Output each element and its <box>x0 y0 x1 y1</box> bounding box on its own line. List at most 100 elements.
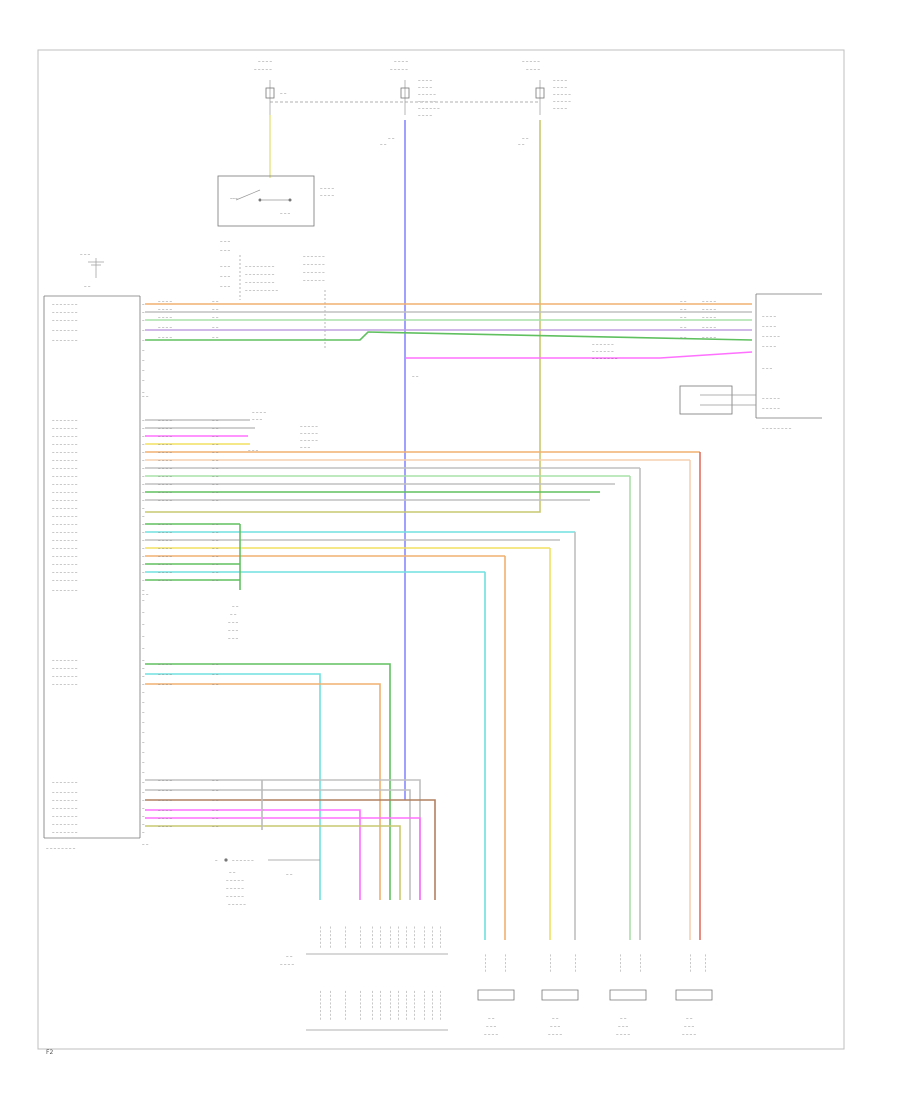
svg-text:‒ ‒: ‒ ‒ <box>552 1016 559 1021</box>
svg-text:‒ ‒ ‒ ‒: ‒ ‒ ‒ ‒ <box>280 962 294 967</box>
vertical-wire-tag: ‒ ‒ ‒ ‒ ‒ ‒ <box>430 926 435 948</box>
speaker-wire-tag: ‒ ‒ ‒ ‒ ‒ <box>618 954 623 972</box>
wire-circuit-tag: ‒ ‒ <box>212 450 219 455</box>
svg-text:‒ ‒ ‒ ‒: ‒ ‒ ‒ ‒ <box>258 59 272 64</box>
speaker-wire-tag: ‒ ‒ ‒ ‒ ‒ <box>703 954 708 972</box>
svg-text:‒ ‒ ‒ ‒ ‒ ‒: ‒ ‒ ‒ ‒ ‒ ‒ <box>303 254 325 259</box>
pin-number: ‒ <box>142 546 145 551</box>
pin-number: ‒ <box>142 740 145 745</box>
svg-text:‒ ‒ ‒ ‒ ‒: ‒ ‒ ‒ ‒ ‒ <box>553 99 571 104</box>
svg-text:‒ ‒ ‒ ‒: ‒ ‒ ‒ ‒ <box>418 113 432 118</box>
wire-color-tag: ‒ ‒ <box>380 142 387 147</box>
vertical-pin-name: ‒ ‒ ‒ ‒ ‒ ‒ ‒ ‒ <box>343 990 348 1020</box>
wire-color-tag: ‒ ‒ ‒ ‒ <box>158 682 172 687</box>
vertical-wire-tag: ‒ ‒ ‒ ‒ ‒ ‒ <box>396 926 401 948</box>
pin-name: ‒ ‒ ‒ ‒ ‒ ‒ ‒ <box>52 310 78 315</box>
wire-circuit-tag: ‒ ‒ <box>212 426 219 431</box>
wire-color-tag: ‒ ‒ ‒ ‒ <box>158 335 172 340</box>
pin-number: ‒ <box>142 514 145 519</box>
speaker-wire-tag: ‒ ‒ ‒ ‒ ‒ <box>483 954 488 972</box>
wire-note: ‒ ‒ ‒ ‒ ‒ ‒ <box>592 342 614 347</box>
pin-number: ‒ <box>142 426 145 431</box>
subwoofer-amplifier: ‒ ‒ ‒ ‒ ‒ ‒ ‒ ‒ ‒ ‒ ‒ ‒ ‒ ‒ ‒ ‒ ‒ ‒ ‒ ‒ … <box>679 293 822 431</box>
pin-number: ‒ <box>142 498 145 503</box>
pin-number: ‒ <box>142 474 145 479</box>
pin-name: ‒ ‒ ‒ ‒ ‒ ‒ ‒ <box>52 498 78 503</box>
wire-color-tag: ‒ ‒ ‒ ‒ <box>702 335 716 340</box>
wire-note: ‒ ‒ ‒ ‒ <box>252 410 266 415</box>
wire-lower-1 <box>145 663 391 900</box>
svg-text:‒ ‒ ‒ ‒ ‒ ‒ ‒ ‒: ‒ ‒ ‒ ‒ ‒ ‒ ‒ ‒ <box>245 264 275 269</box>
wire-note: ‒ ‒ <box>230 612 237 617</box>
svg-text:‒ ‒ ‒ ‒: ‒ ‒ ‒ ‒ <box>682 1032 696 1037</box>
svg-text:‒ ‒ ‒ ‒ ‒: ‒ ‒ ‒ ‒ ‒ <box>522 59 540 64</box>
wire-color-tag: ‒ ‒ ‒ ‒ <box>158 538 172 543</box>
wire-color-tag: ‒ ‒ ‒ ‒ <box>158 450 172 455</box>
svg-text:‒ ‒ ‒ ‒ ‒ ‒ ‒ ‒: ‒ ‒ ‒ ‒ ‒ ‒ ‒ ‒ <box>245 280 275 285</box>
wire-yellow-green-feed <box>145 120 541 513</box>
pin-number: ‒ <box>142 622 145 627</box>
pin-number: ‒ <box>142 830 145 835</box>
svg-text:‒ ‒ ‒ ‒: ‒ ‒ ‒ ‒ <box>553 106 567 111</box>
wire-color-tag: ‒ ‒ ‒ ‒ <box>702 299 716 304</box>
wire-color-tag: ‒ ‒ ‒ ‒ <box>158 546 172 551</box>
pin-name: ‒ ‒ ‒ ‒ ‒ ‒ ‒ <box>52 546 78 551</box>
pin-name: ‒ ‒ ‒ ‒ ‒ ‒ ‒ <box>52 466 78 471</box>
wire-note: ‒ ‒ ‒ <box>228 620 239 625</box>
wire-circuit-tag: ‒ ‒ <box>212 299 219 304</box>
speaker-left-rear: ‒ ‒ ‒ ‒ ‒ ‒ ‒ ‒ ‒ <box>541 989 579 1037</box>
wire-note: ‒ ‒ ‒ <box>228 636 239 641</box>
pin-number: ‒ <box>142 720 145 725</box>
vertical-pin-name: ‒ ‒ ‒ ‒ ‒ ‒ ‒ ‒ <box>430 990 435 1020</box>
wire-circuit-tag: ‒ ‒ <box>212 788 219 793</box>
wire-color-tag: ‒ ‒ ‒ ‒ <box>158 466 172 471</box>
wire-circuit-tag: ‒ ‒ <box>212 482 219 487</box>
wire-color-tag: ‒ ‒ ‒ ‒ <box>158 522 172 527</box>
pin-number: ‒ <box>142 442 145 447</box>
wire-circuit-tag: ‒ ‒ <box>212 578 219 583</box>
svg-text:‒ ‒: ‒ ‒ <box>229 870 236 875</box>
pin-number: ‒ <box>142 570 145 575</box>
wire-color-tag: ‒ ‒ ‒ ‒ <box>158 778 172 783</box>
pin-name: ‒ ‒ ‒ ‒ ‒ ‒ ‒ <box>52 806 78 811</box>
wire-circuit-tag: ‒ ‒ <box>212 315 219 320</box>
svg-text:‒ ‒ ‒ ‒ ‒ ‒: ‒ ‒ ‒ ‒ ‒ ‒ <box>303 262 325 267</box>
vertical-pin-name: ‒ ‒ ‒ ‒ ‒ ‒ ‒ ‒ <box>412 990 417 1020</box>
pin-name: ‒ ‒ ‒ ‒ ‒ ‒ ‒ <box>52 426 78 431</box>
wire-circuit-tag: ‒ ‒ <box>680 299 687 304</box>
wire-color-tag: ‒ ‒ ‒ ‒ <box>158 299 172 304</box>
wire-circuit-tag: ‒ ‒ <box>212 490 219 495</box>
vertical-pin-name: ‒ ‒ ‒ ‒ ‒ ‒ ‒ ‒ <box>404 990 409 1020</box>
wire-color-tag: ‒ ‒ ‒ ‒ <box>158 808 172 813</box>
svg-text:‒ ‒ ‒ ‒ ‒: ‒ ‒ ‒ ‒ ‒ <box>226 886 244 891</box>
wire-note: ‒ ‒ ‒ ‒ ‒ ‒ ‒ <box>592 356 618 361</box>
speaker-right-front: ‒ ‒ ‒ ‒ ‒ ‒ ‒ ‒ ‒ <box>609 989 647 1037</box>
wire-color-tag: ‒ ‒ ‒ ‒ <box>158 562 172 567</box>
svg-text:‒ ‒ ‒: ‒ ‒ ‒ <box>220 239 231 244</box>
ground-symbol: ‒ ‒ ‒ ‒ ‒ <box>80 252 104 289</box>
vertical-pin-name: ‒ ‒ ‒ ‒ ‒ ‒ ‒ ‒ <box>378 990 383 1020</box>
connector-id: ‒ ‒ <box>142 394 149 399</box>
vertical-wire-tag: ‒ ‒ ‒ ‒ ‒ ‒ <box>438 926 443 948</box>
vertical-pin-name: ‒ ‒ ‒ ‒ ‒ ‒ ‒ ‒ <box>328 990 333 1020</box>
svg-text:‒ ‒ ‒: ‒ ‒ ‒ <box>220 274 231 279</box>
wire-color-tag: ‒ ‒ ‒ ‒ <box>158 554 172 559</box>
pin-name: ‒ ‒ ‒ ‒ ‒ ‒ ‒ <box>52 450 78 455</box>
wire-color-tag: ‒ ‒ ‒ ‒ <box>158 426 172 431</box>
wire-note: ‒ ‒ ‒ ‒ ‒ <box>300 438 318 443</box>
wire-color-tag: ‒ ‒ ‒ ‒ <box>158 788 172 793</box>
svg-text:‒ ‒ ‒ ‒ ‒ ‒: ‒ ‒ ‒ ‒ ‒ ‒ <box>418 106 440 111</box>
module-pin-labels: ‒ ‒ ‒ ‒ ‒ ‒ ‒ ‒ ‒ ‒ ‒ ‒ ‒ ‒ ‒ ‒ ‒ ‒ ‒ ‒ ‒ ‒ … <box>52 302 145 835</box>
svg-text:‒ ‒ ‒ ‒: ‒ ‒ ‒ ‒ <box>484 1032 498 1037</box>
wire-color-tag: ‒ ‒ ‒ ‒ <box>158 458 172 463</box>
vertical-pin-name: ‒ ‒ ‒ ‒ ‒ ‒ ‒ ‒ <box>422 990 427 1020</box>
pin-name: ‒ ‒ ‒ ‒ ‒ ‒ ‒ <box>52 418 78 423</box>
wire-circuit-tag: ‒ ‒ <box>680 307 687 312</box>
svg-text:‒ ‒ ‒: ‒ ‒ ‒ <box>684 1024 695 1029</box>
wire-circuit-tag: ‒ ‒ <box>522 136 529 141</box>
svg-text:‒ ‒: ‒ ‒ <box>84 284 91 289</box>
wire-note: ‒ ‒ ‒ ‒ ‒ <box>300 431 318 436</box>
svg-text:‒ ‒ ‒ ‒ ‒ ‒: ‒ ‒ ‒ ‒ ‒ ‒ <box>232 858 254 863</box>
svg-text:‒ ‒: ‒ ‒ <box>280 91 287 96</box>
